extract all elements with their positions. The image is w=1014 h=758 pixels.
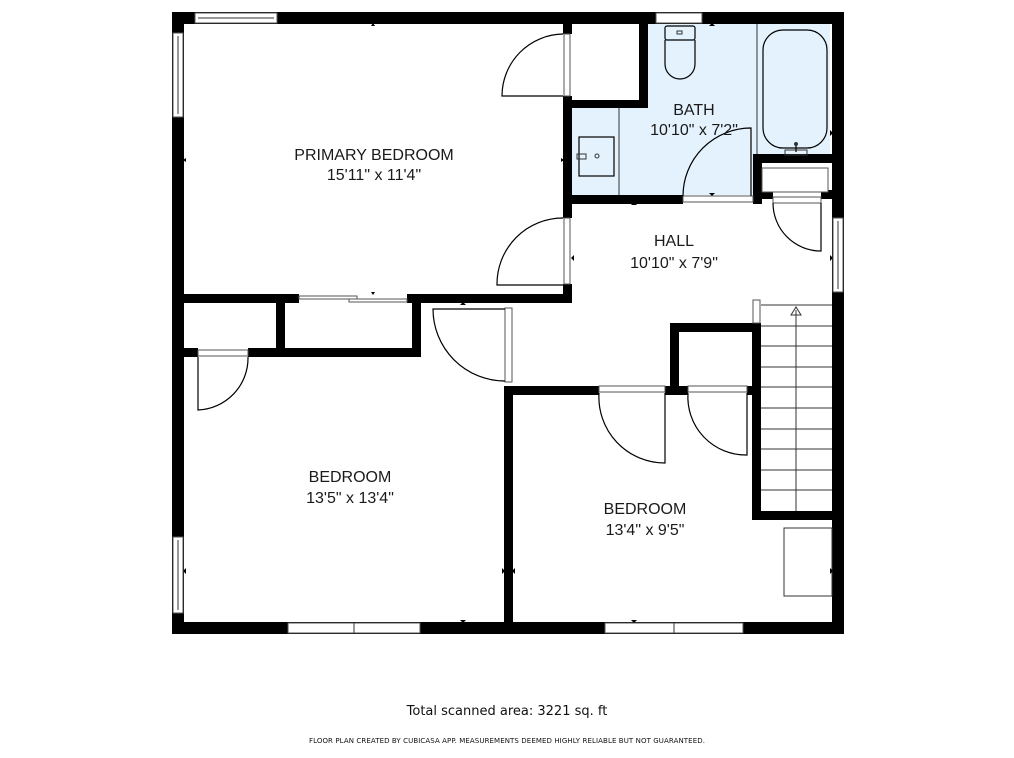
toilet-icon (664, 25, 696, 80)
windows (172, 12, 844, 634)
bedroom-storage (783, 527, 833, 597)
hall-closet-shelf (761, 167, 829, 193)
room-name: BEDROOM (309, 469, 392, 486)
room-dimensions: 13'5" x 13'4" (306, 490, 394, 507)
room-label-primary-bedroom: PRIMARY BEDROOM 15'11" x 11'4" (294, 147, 453, 184)
sink-icon (576, 108, 620, 195)
room-name: HALL (654, 233, 694, 250)
stairs-icon (752, 299, 832, 511)
room-dimensions: 15'11" x 11'4" (327, 167, 421, 184)
doors (197, 33, 822, 464)
disclaimer-text: FLOOR PLAN CREATED BY CUBICASA APP. MEAS… (308, 737, 706, 745)
room-name: BATH (673, 102, 714, 119)
room-dimensions: 13'4" x 9'5" (606, 522, 685, 539)
room-name: BEDROOM (604, 501, 687, 518)
total-area-label: Total scanned area: 3221 sq. ft (406, 704, 608, 719)
room-label-bath: BATH 10'10" x 7'2" (650, 102, 738, 139)
room-name: PRIMARY BEDROOM (294, 147, 453, 164)
room-label-bedroom-right: BEDROOM 13'4" x 9'5" (604, 501, 687, 539)
room-dimensions: 10'10" x 7'2" (650, 122, 738, 139)
room-label-hall: HALL 10'10" x 7'9" (630, 233, 718, 272)
measurement-markers (183, 23, 833, 623)
room-dimensions: 10'10" x 7'9" (630, 255, 718, 272)
room-label-bedroom-left: BEDROOM 13'5" x 13'4" (306, 469, 394, 507)
floor-plan: PRIMARY BEDROOM 15'11" x 11'4" BATH 10'1… (172, 12, 844, 634)
bathtub-icon (756, 24, 828, 156)
